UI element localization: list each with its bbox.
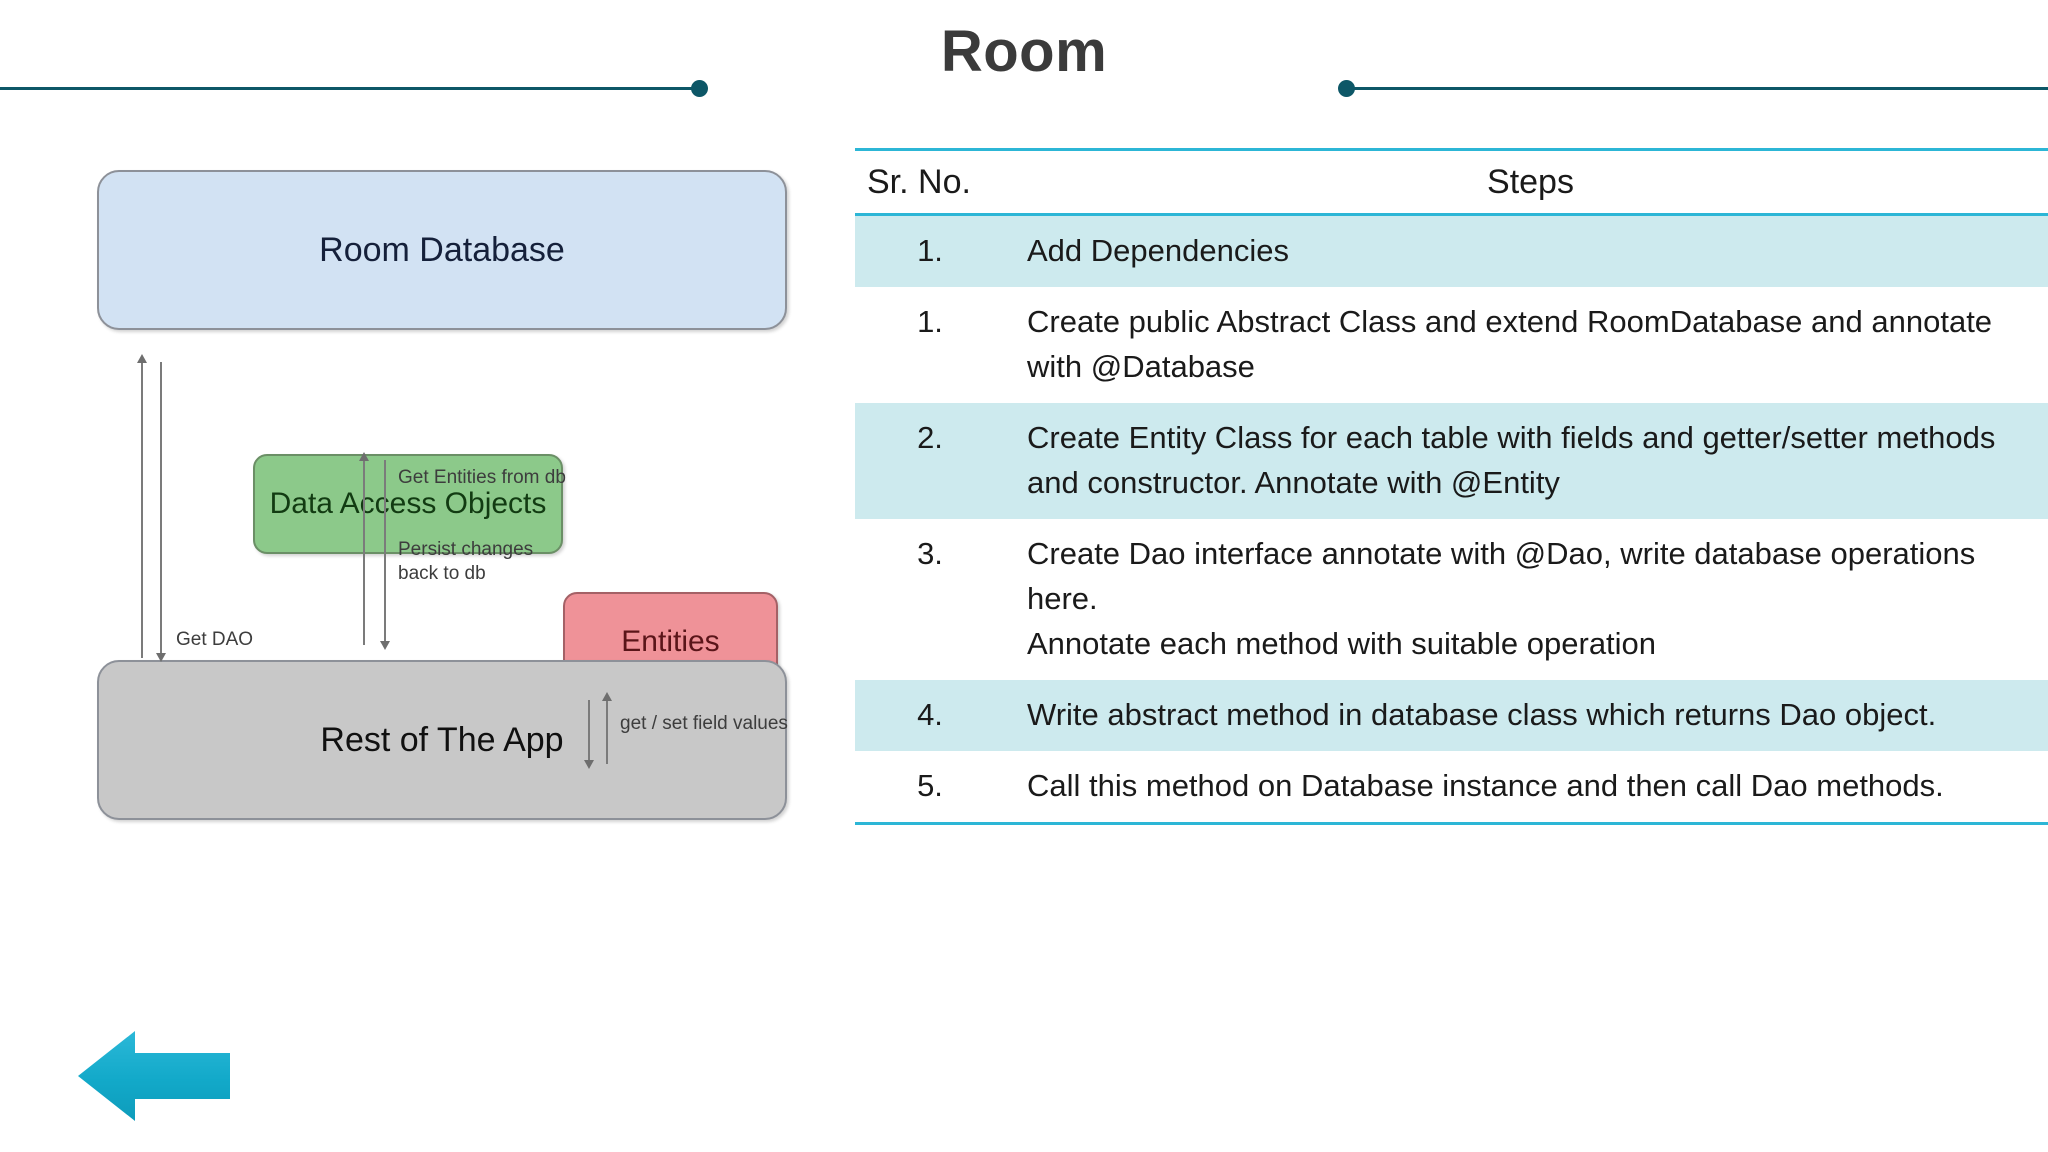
table-cell-sr: 2. bbox=[917, 420, 943, 455]
arrow-line-get-dao-down bbox=[160, 362, 162, 658]
table-cell-sr: 3. bbox=[917, 536, 943, 571]
table-cell-step: Create Entity Class for each table with … bbox=[1027, 420, 1996, 500]
arrow-line-room-database-up bbox=[141, 362, 143, 658]
table-bottom-rule bbox=[855, 822, 2048, 825]
table-cell-sr: 1. bbox=[917, 304, 943, 339]
table-row[interactable]: 1. Add Dependencies bbox=[855, 216, 2048, 287]
diagram-box-data-access-objects-label: Data Access Objects bbox=[269, 487, 547, 520]
arrowhead-up-icon bbox=[137, 354, 147, 363]
diagram-box-room-database: Room Database bbox=[97, 170, 787, 330]
table-cell-sr: 5. bbox=[917, 768, 943, 803]
header-dot-right-icon bbox=[1338, 80, 1355, 97]
table-cell-sr: 1. bbox=[917, 233, 943, 268]
table-cell-step: Create public Abstract Class and extend … bbox=[1027, 304, 1993, 384]
diagram-label-get-dao: Get DAO bbox=[176, 629, 254, 650]
table-row[interactable]: 3. Create Dao interface annotate with @D… bbox=[855, 519, 2048, 680]
diagram-box-rest-of-the-app-label: Rest of The App bbox=[320, 720, 564, 759]
arrowhead-down-icon bbox=[380, 641, 390, 650]
header-rule-left bbox=[0, 87, 700, 90]
arrowhead-up-icon bbox=[359, 452, 369, 461]
table-header-steps: Steps bbox=[1487, 162, 1574, 201]
table-header-sr-no: Sr. No. bbox=[867, 162, 971, 201]
back-arrow-icon[interactable] bbox=[78, 1031, 230, 1121]
diagram-label-get-entities-from-db: Get Entities from db bbox=[398, 467, 566, 488]
table-cell-step: Create Dao interface annotate with @Dao,… bbox=[1027, 536, 1976, 661]
diagram-label-persist-changes: Persist changes back to db bbox=[398, 539, 534, 584]
table-cell-sr: 4. bbox=[917, 697, 943, 732]
table-cell-step: Write abstract method in database class … bbox=[1027, 697, 1937, 732]
arrowhead-up-icon bbox=[602, 692, 612, 701]
arrow-line-get-set-up bbox=[606, 700, 608, 764]
arrowhead-down-icon bbox=[584, 760, 594, 769]
arrowhead-down-icon bbox=[156, 653, 166, 662]
steps-table: Sr. No. Steps 1. Add Dependencies 1. Cre… bbox=[855, 148, 2048, 825]
table-top-rule bbox=[855, 148, 2048, 151]
table-row[interactable]: 1. Create public Abstract Class and exte… bbox=[855, 287, 2048, 403]
table-row[interactable]: 5. Call this method on Database instance… bbox=[855, 751, 2048, 822]
page-title: Room bbox=[940, 19, 1108, 84]
diagram-box-room-database-label: Room Database bbox=[319, 230, 565, 269]
arrow-line-persist-changes-down bbox=[384, 460, 386, 645]
table-row[interactable]: 2. Create Entity Class for each table wi… bbox=[855, 403, 2048, 519]
table-header-rule bbox=[855, 213, 2048, 216]
table-cell-step: Call this method on Database instance an… bbox=[1027, 768, 1944, 803]
table-row[interactable]: 4. Write abstract method in database cla… bbox=[855, 680, 2048, 751]
arrow-line-get-entities-up bbox=[363, 460, 365, 645]
room-architecture-diagram: Room Database Data Access Objects Entiti… bbox=[0, 120, 820, 1040]
arrow-line-get-set-down bbox=[588, 700, 590, 764]
header-dot-left-icon bbox=[691, 80, 708, 97]
table-header-row: Sr. No. Steps bbox=[855, 151, 2048, 213]
diagram-box-entities-label: Entities bbox=[621, 625, 720, 658]
diagram-box-data-access-objects: Data Access Objects bbox=[253, 454, 563, 554]
table-cell-step: Add Dependencies bbox=[1027, 233, 1289, 268]
diagram-box-rest-of-the-app: Rest of The App bbox=[97, 660, 787, 820]
diagram-label-get-set-field-values: get / set field values bbox=[620, 713, 788, 734]
header-rule-right bbox=[1345, 87, 2048, 90]
